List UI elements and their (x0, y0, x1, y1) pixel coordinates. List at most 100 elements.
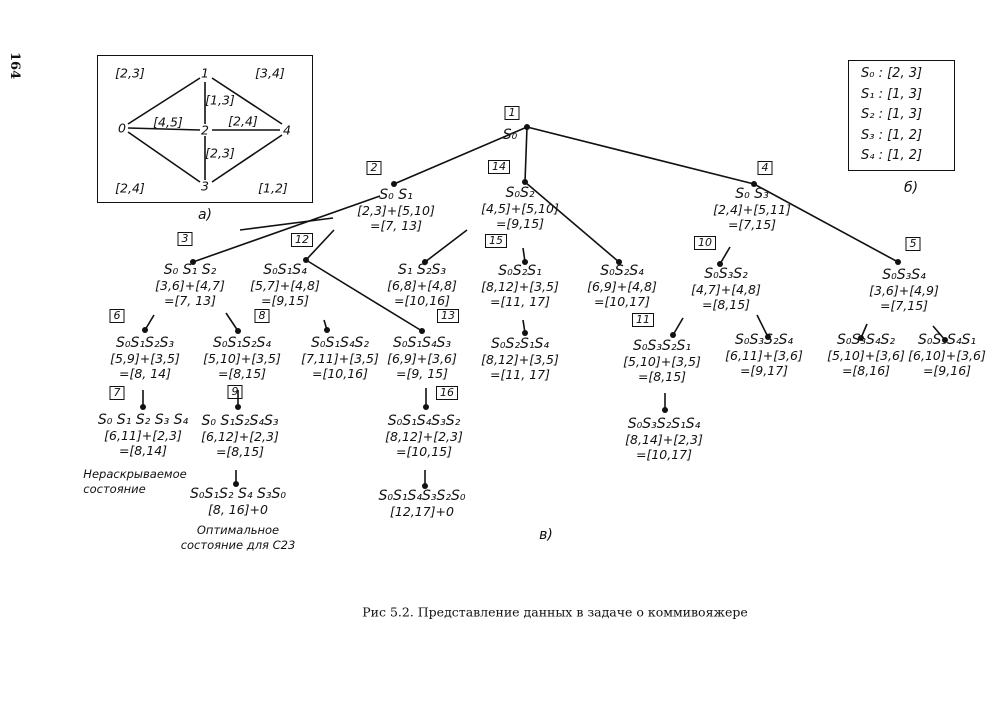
node-state: S₀S₁S₂S₃ (116, 335, 174, 351)
node-result: =[8,15] (217, 366, 267, 381)
tree-node: S₀ S₁ S₂[3,6]+[4,7]=[7, 13] (155, 262, 225, 309)
step-box: 7 (109, 386, 125, 400)
node-sum: [5,10]+[3,6] (827, 348, 905, 363)
tree-node: S₀S₃S₂S₁[5,10]+[3,5]=[8,15] (623, 338, 701, 385)
node-sum: [4,5]+[5,10] (481, 201, 559, 216)
legend-label: б) (903, 180, 919, 196)
node-sum: [5,10]+[3,5] (623, 354, 701, 369)
graph-frame (97, 55, 313, 203)
tree-node: S₀S₂S₁[8,12]+[3,5]=[11, 17] (481, 264, 559, 310)
node-sum: [5,9]+[3,5] (110, 351, 180, 366)
node-result: =[10,17] (593, 294, 650, 309)
tree-node: S₀S₃S₂[4,7]+[4,8]=[8,15] (691, 266, 761, 313)
note-line: Оптимальное (196, 523, 280, 537)
step-box: 15 (485, 234, 507, 248)
edge-label: [4,5] (153, 114, 183, 130)
node-result: =[7, 13] (369, 218, 423, 233)
graph-vertex: 2 (201, 122, 209, 138)
tree-node: S₀ S₁ S₂ S₃ S₄[6,11]+[2,3]=[8,14] (97, 412, 189, 459)
tree-node: S₀S₁S₄S₃[6,9]+[3,6]=[9, 15] (387, 335, 457, 382)
legend-entry: S₃ : [1, 2] (861, 127, 923, 143)
node-result: =[9,15] (495, 216, 545, 231)
step-box: 9 (227, 385, 243, 399)
node-result: =[8,16] (841, 363, 891, 378)
legend-entry: S₄ : [1, 2] (861, 148, 923, 163)
node-result: =[8,15] (701, 297, 751, 312)
node-state: S₀ S₁ (379, 187, 413, 203)
tree-node-root: S₀ (503, 128, 518, 143)
node-sum: [6,11]+[2,3] (104, 428, 182, 443)
tree-node: S₀ S₃[2,4]+[5,11]=[7,15] (713, 187, 791, 233)
node-result: =[9, 15] (395, 366, 449, 381)
tree-node: S₀S₁S₄[5,7]+[4,8]=[9,15] (250, 262, 320, 309)
node-sum: [8,12]+[3,5] (481, 279, 559, 294)
note-line: Нераскрываемое (83, 467, 187, 481)
node-state: S₀ S₁ S₂ (163, 262, 217, 278)
node-sum: [2,4]+[5,11] (713, 202, 791, 217)
node-state: S₀S₁S₄S₃ (393, 335, 451, 351)
graph-vertex: 1 (201, 65, 209, 81)
node-sum: [5,7]+[4,8] (250, 278, 320, 293)
node-result: =[7, 13] (163, 293, 217, 308)
node-sum: [6,9]+[4,8] (587, 279, 657, 294)
step-box: 12 (291, 233, 313, 247)
node-result: =[9,15] (260, 293, 310, 308)
tree-node: S₀S₃S₄S₂[5,10]+[3,6]=[8,16] (827, 332, 905, 379)
tree-node: S₀ S₁[2,3]+[5,10]=[7, 13] (357, 187, 435, 234)
node-sum: [6,12]+[2,3] (201, 429, 279, 444)
legend-entry: S₁ : [1, 3] (861, 86, 923, 102)
tree-node: S₀S₁S₄S₃S₂S₀[12,17]+0 (379, 489, 466, 520)
node-result: =[9,17] (739, 363, 789, 378)
node-state: S₀S₁S₂S₄ (212, 335, 271, 351)
node-state: S₀S₃S₄S₁ (917, 332, 976, 348)
tree-node: S₀S₂S₁S₄[8,12]+[3,5]=[11, 17] (481, 337, 559, 383)
node-result: =[11, 17] (489, 367, 550, 382)
node-state: S₀ S₁ S₂ S₃ S₄ (97, 412, 189, 428)
node-result: =[7,15] (879, 298, 929, 313)
tree-node: S₀ S₁S₂S₄S₃[6,12]+[2,3]=[8,15] (201, 414, 279, 460)
node-state: S₀S₁S₂ S₄ S₃S₀ (190, 486, 286, 502)
step-box: 14 (488, 160, 510, 174)
node-sum: [8,14]+[2,3] (625, 432, 703, 447)
step-box: 10 (694, 236, 716, 250)
node-state: S₀S₁S₄S₂ (310, 335, 369, 351)
node-state: S₀S₃S₂S₁ (632, 338, 691, 354)
note-line: состояние для С23 (180, 538, 296, 552)
legend-entry: S₂ : [1, 3] (861, 107, 923, 122)
tree-node-optimal: S₀S₁S₂ S₄ S₃S₀[8, 16]+0 (190, 486, 286, 518)
edge-label: [2,3] (115, 65, 145, 81)
node-sum: [6,8]+[4,8] (387, 278, 457, 293)
edge-label: [2,4] (228, 113, 258, 129)
legend-entry: S₀ : [2, 3] (861, 66, 923, 81)
node-state: S₁ S₂S₃ (398, 262, 446, 278)
tree-node: S₀S₃S₄S₁[6,10]+[3,6]=[9,16] (908, 332, 986, 379)
tree-node: S₀S₁S₄S₂[7,11]+[3,5]=[10,16] (301, 335, 379, 382)
graph-vertex: 4 (283, 122, 291, 138)
node-sum: [7,11]+[3,5] (301, 351, 379, 366)
node-sum: [6,11]+[3,6] (725, 348, 803, 363)
node-result: =[10,16] (393, 293, 450, 308)
edge-label: [3,4] (255, 65, 285, 81)
node-state: S₀S₃S₄S₂ (836, 332, 895, 348)
step-box: 1 (504, 106, 520, 120)
edge-label: [1,3] (205, 92, 235, 108)
node-sum: [6,10]+[3,6] (908, 348, 986, 363)
node-state: S₀S₃S₂S₄ (734, 332, 793, 348)
node-state: S₀S₁S₄ (263, 262, 307, 278)
node-result: =[11, 17] (489, 294, 550, 309)
tree-node: S₀S₁S₂S₃[5,9]+[3,5]=[8, 14] (110, 335, 180, 382)
step-box: 8 (254, 309, 270, 323)
graph-vertex: 3 (201, 178, 209, 194)
node-state: S₀S₃S₂ (704, 266, 748, 282)
node-state: S₀S₃S₂S₁S₄ (627, 416, 701, 432)
graph-vertex: 0 (118, 120, 126, 136)
note-line: состояние (83, 482, 146, 496)
node-sum: [4,7]+[4,8] (691, 282, 761, 297)
node-result: =[7,15] (727, 217, 777, 232)
node-sum: [8, 16]+0 (208, 502, 268, 517)
node-sum: [6,9]+[3,6] (387, 351, 457, 366)
node-state: S₀S₃S₄ (882, 267, 926, 283)
edge-label: [1,2] (258, 180, 288, 196)
